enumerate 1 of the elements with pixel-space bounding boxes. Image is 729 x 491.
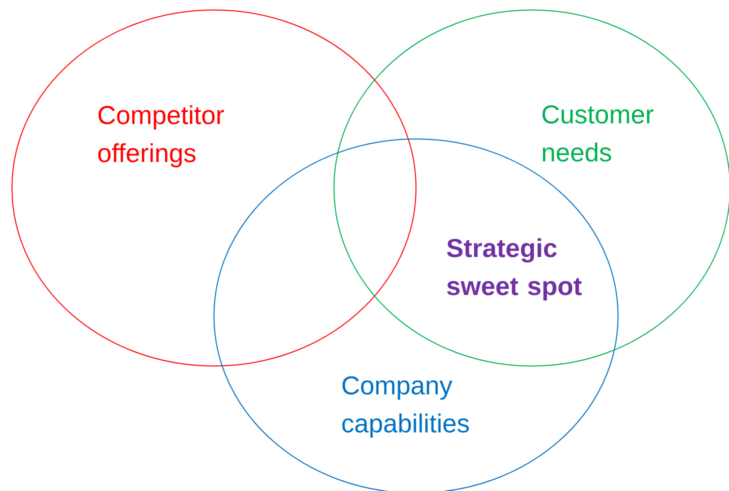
overlap-label: Strategic sweet spot [446,238,582,300]
